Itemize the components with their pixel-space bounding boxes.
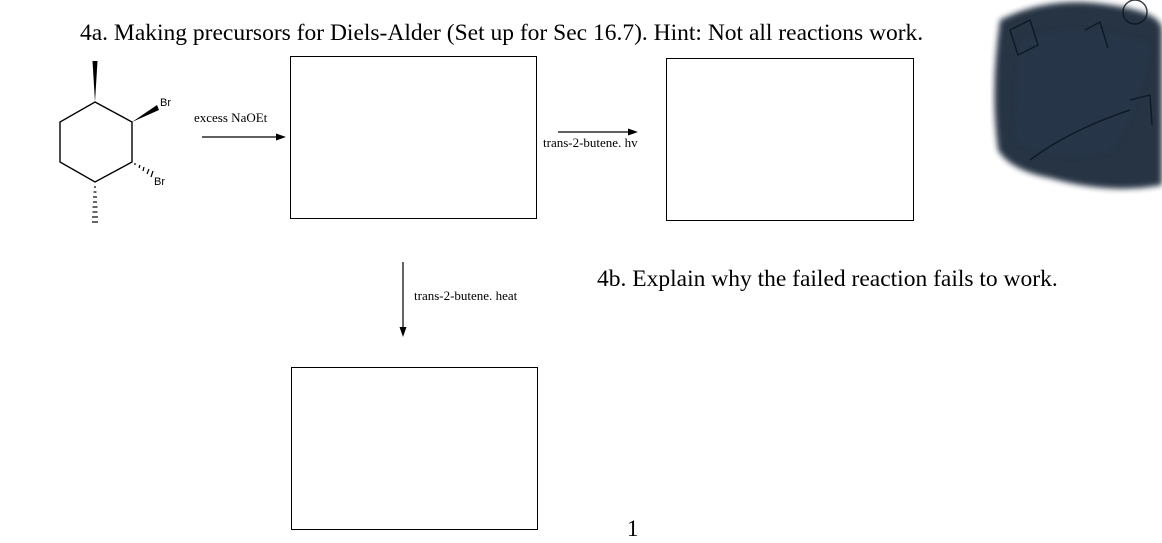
answer-box-1[interactable] [290, 56, 537, 219]
reagent-label-3: trans-2-butene. heat [414, 288, 518, 303]
reaction-arrow-3 [399, 262, 407, 337]
bromo-hash [134, 163, 154, 178]
bromo-label-lower: Br [154, 176, 165, 188]
question-4b-prompt: 4b. Explain why the failed reaction fail… [597, 266, 1058, 292]
reagent-label-2: trans-2-butene. hv [543, 135, 638, 150]
bromo-wedge [132, 105, 159, 122]
question-4a-heading: 4a. Making precursors for Diels-Alder (S… [80, 20, 924, 46]
answer-box-2[interactable] [666, 58, 914, 221]
bromo-label-upper: Br [160, 97, 171, 109]
starting-material-structure: Br Br [59, 61, 171, 223]
page-number: 1 [627, 516, 639, 541]
methyl-wedge-top [92, 61, 98, 102]
cyclohexane-ring [59, 101, 133, 183]
methyl-hash-bottom [92, 186, 98, 223]
scribble-overlay [994, 0, 1162, 189]
reaction-arrow-2 [558, 128, 638, 136]
reaction-arrow-1 [202, 133, 286, 141]
reagent-label-1: excess NaOEt [194, 110, 268, 125]
answer-box-3[interactable] [291, 367, 538, 530]
